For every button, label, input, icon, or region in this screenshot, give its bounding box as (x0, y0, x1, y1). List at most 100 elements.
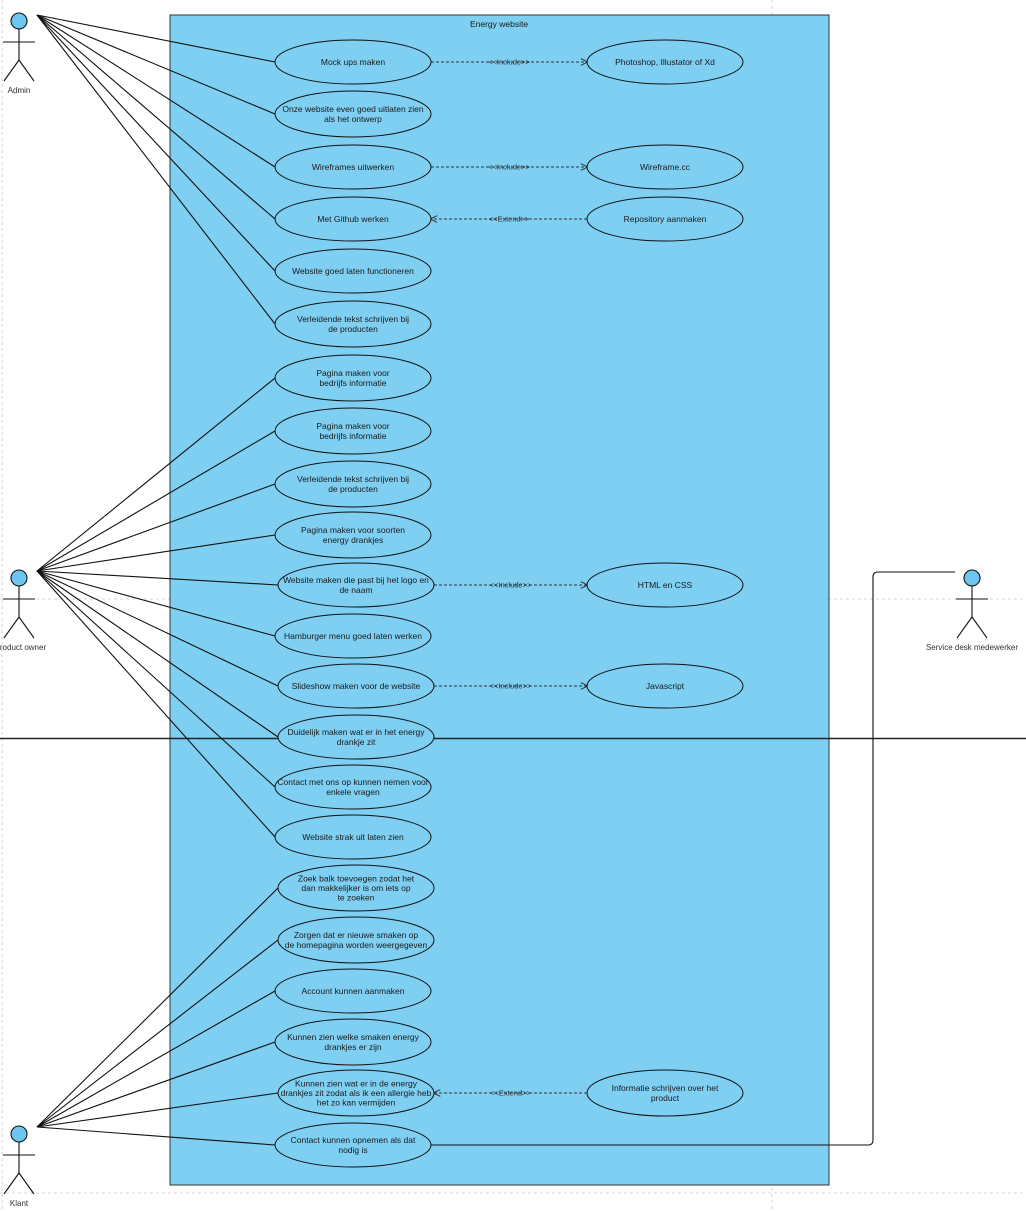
use-case-label: Javascript (646, 681, 685, 691)
use-case-uc3[interactable]: Wireframes uitwerken (274, 144, 432, 190)
association-line (36, 1092, 279, 1128)
use-case-ellipse (274, 248, 432, 294)
include-relation-label: <<Include>> (488, 58, 530, 67)
actor-klant[interactable]: Klant (3, 1125, 35, 1208)
association-line (36, 570, 279, 586)
use-case-label: enkele vragen (326, 787, 380, 797)
use-case-label: bedrijfs informatie (319, 378, 386, 388)
use-case-uc4[interactable]: Met Github werken (274, 196, 432, 242)
extend-relation-label: <<Extend>> (490, 1089, 531, 1098)
association-line (36, 990, 276, 1128)
association-line (36, 570, 279, 738)
association-line (431, 571, 955, 1146)
use-case-uc16[interactable]: Website strak uit laten zien (274, 814, 432, 860)
use-case-uc12[interactable]: Hamburger menu goed laten werken (274, 613, 432, 659)
use-case-label: Photoshop, Illustator of Xd (615, 57, 715, 67)
use-case-label: Zoek balk toevoegen zodat het (298, 873, 415, 883)
use-case-label: Kunnen zien welke smaken energy (287, 1032, 420, 1042)
actor-label: roduct owner (0, 643, 46, 652)
association-line (36, 570, 276, 637)
use-case-label: de producten (328, 484, 378, 494)
use-case-label: Website goed laten functioneren (292, 266, 414, 276)
use-case-uc5[interactable]: Website goed laten functioneren (274, 248, 432, 294)
use-case-ellipse (274, 1018, 432, 1066)
use-case-label: energy drankjes (323, 535, 383, 545)
use-case-label: Kunnen zien wat er in de energy (295, 1078, 418, 1088)
use-case-uc19[interactable]: Account kunnen aanmaken (274, 968, 432, 1014)
use-case-ellipse (586, 196, 744, 242)
actors: Admin roduct owner Service desk medewerker… (0, 12, 1018, 1208)
use-case-label: de naam (339, 585, 372, 595)
use-case-ext2[interactable]: Wireframe.cc (586, 144, 744, 190)
use-case-ellipse (277, 562, 435, 608)
use-case-ellipse (274, 144, 432, 190)
use-case-ellipse (586, 1069, 744, 1117)
use-case-label: Informatie schrijven over het (612, 1083, 719, 1093)
use-case-label: de homepagina worden weergegeven (285, 940, 428, 950)
association-line (36, 430, 276, 572)
use-case-ellipse (586, 663, 744, 709)
use-case-label: als het ontwerp (324, 114, 382, 124)
use-case-ellipse (277, 1069, 435, 1117)
association-line (36, 14, 276, 272)
association-line (36, 1041, 276, 1128)
use-case-uc1[interactable]: Mock ups maken (274, 39, 432, 85)
use-case-ellipse (277, 916, 435, 964)
include-relation-label: <<Include>> (488, 163, 530, 172)
association-line (36, 14, 276, 220)
association-line (36, 887, 279, 1128)
use-case-ellipse (274, 814, 432, 860)
use-case-label: drankjes zit zodat als ik een allergie h… (281, 1088, 432, 1098)
use-case-uc20[interactable]: Kunnen zien welke smaken energydrankjes … (274, 1018, 432, 1066)
use-case-uc14[interactable]: Duidelijk maken wat er in het energydran… (277, 714, 435, 760)
association-line (36, 1126, 276, 1146)
use-case-label: Mock ups maken (321, 57, 386, 67)
use-case-label: het zo kan vermijden (317, 1098, 396, 1108)
association-line (36, 570, 276, 788)
association-line (36, 377, 276, 572)
use-case-label: Hamburger menu goed laten werken (284, 631, 422, 641)
use-case-uc13[interactable]: Slideshow maken voor de website (277, 663, 435, 709)
use-case-ext5[interactable]: Javascript (586, 663, 744, 709)
use-case-ellipse (274, 407, 432, 455)
use-case-label: Met Github werken (317, 214, 389, 224)
use-case-uc21[interactable]: Kunnen zien wat er in de energydrankjes … (277, 1069, 435, 1117)
association-line (36, 14, 276, 63)
association-line (36, 483, 276, 572)
use-case-ellipse (274, 90, 432, 138)
include-relation-label: <<Include>> (490, 581, 532, 590)
actor-stick-figure-icon (3, 1125, 35, 1195)
use-case-label: Repository aanmaken (624, 214, 707, 224)
use-case-ellipse (274, 613, 432, 659)
use-case-ellipse (274, 1122, 432, 1168)
use-case-label: Account kunnen aanmaken (301, 986, 404, 996)
use-case-label: nodig is (338, 1145, 367, 1155)
use-case-ellipse (586, 562, 744, 608)
use-case-ellipse (277, 714, 435, 760)
actor-sd[interactable]: Service desk medewerker (926, 569, 1018, 652)
actor-admin[interactable]: Admin (3, 12, 35, 95)
use-case-ext1[interactable]: Photoshop, Illustator of Xd (586, 39, 744, 85)
use-case-uc11[interactable]: Website maken die past bij het logo ende… (277, 562, 435, 608)
use-case-uc15[interactable]: Contact met ons op kunnen nemen voorenke… (274, 764, 432, 810)
use-case-uc2[interactable]: Onze website even goed uitlaten zienals … (274, 90, 432, 138)
use-case-ellipse (586, 39, 744, 85)
system-boundary (169, 14, 830, 1186)
use-case-label: Pagina maken voor (316, 368, 389, 378)
use-case-ext4[interactable]: HTML en CSS (586, 562, 744, 608)
actor-po[interactable]: roduct owner (0, 569, 46, 652)
use-case-ext3[interactable]: Repository aanmaken (586, 196, 744, 242)
association-line (36, 939, 279, 1128)
use-case-label: Website strak uit laten zien (302, 832, 404, 842)
